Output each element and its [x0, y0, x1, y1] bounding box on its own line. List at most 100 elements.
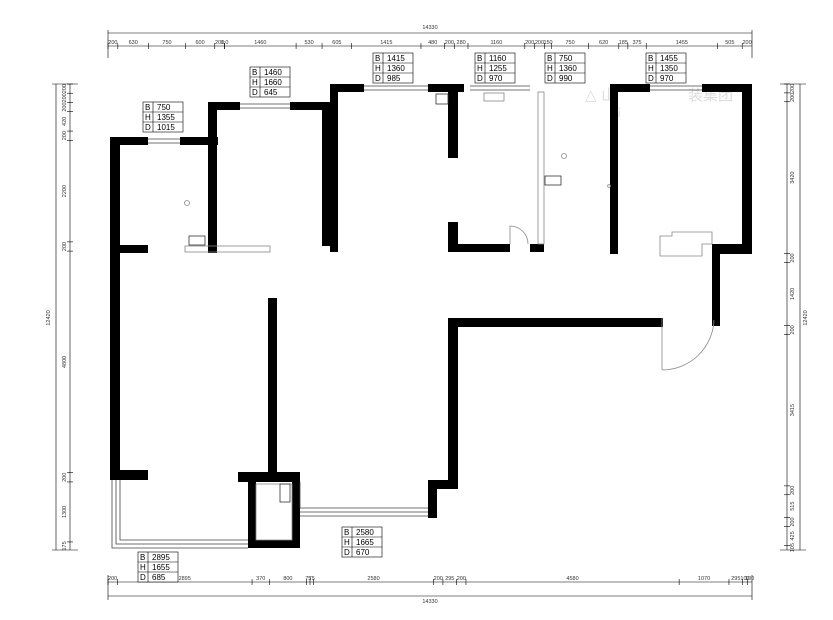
right-dim-segment-label: 425 — [790, 531, 796, 540]
svg-text:985: 985 — [387, 74, 401, 83]
wall-east-lower — [712, 244, 720, 326]
wall-nw-left — [110, 137, 148, 145]
bottom-dim-segment-label: 2895 — [179, 576, 191, 582]
top-dim-segment-label: 530 — [304, 40, 313, 46]
top-dim-segment-label: 200 — [525, 40, 534, 46]
svg-text:D: D — [477, 74, 483, 83]
wall-bath2-east — [292, 472, 300, 548]
balcony-cabinet — [659, 231, 713, 257]
svg-text:685: 685 — [152, 573, 166, 582]
bottom-dim-segment-label: 800 — [283, 576, 292, 582]
wall-mid-horizontal — [448, 318, 663, 327]
wall-east-step — [712, 244, 752, 254]
top-dim-segment-label: 505 — [725, 40, 734, 46]
top-dim-segment-label: 280 — [457, 40, 466, 46]
windows — [111, 85, 702, 549]
top-total-dim: 14330 — [422, 25, 437, 31]
bottom-dim-segment-label: 295 — [731, 576, 740, 582]
top-dim-segment-label: 200 — [535, 40, 544, 46]
bottom-dim-segment-label: 75 — [309, 576, 315, 582]
top-dim-segment-label: 200 — [743, 40, 752, 46]
top-dim-segment-label: 1460 — [254, 40, 266, 46]
svg-text:H: H — [344, 538, 350, 547]
top-dim-segment-label: 750 — [162, 40, 171, 46]
wall-bottom-right-step — [428, 480, 458, 489]
svg-text:D: D — [145, 123, 151, 132]
wall-bottom-right-down — [428, 480, 437, 518]
svg-text:B: B — [648, 54, 653, 63]
right-dim-segment-label: 200 — [790, 517, 796, 526]
light-fixture-3 — [607, 184, 611, 188]
svg-text:1660: 1660 — [264, 78, 282, 87]
svg-text:645: 645 — [264, 88, 278, 97]
door-swing-entry — [661, 319, 715, 371]
top-dim-segment-label: 185 — [619, 40, 628, 46]
svg-text:B: B — [547, 54, 552, 63]
svg-text:B: B — [375, 54, 380, 63]
svg-text:D: D — [375, 74, 381, 83]
wall-room1-east — [208, 102, 217, 253]
fixtures — [184, 91, 715, 541]
svg-text:D: D — [140, 573, 146, 582]
wall-room6-top-left — [610, 84, 650, 92]
left-dim-segment-label: 200 — [62, 131, 68, 140]
right-dim-segment-label: 200 — [790, 325, 796, 334]
bottom-dim-segment-label: 2580 — [367, 576, 379, 582]
bath2-box — [255, 483, 293, 541]
right-dim-segment-label: 200 — [790, 486, 796, 495]
counter-1 — [184, 245, 271, 253]
right-dim-segment-label: 515 — [790, 502, 796, 511]
top-dim-segment-label: 750 — [565, 40, 574, 46]
svg-text:1665: 1665 — [356, 538, 374, 547]
top-dim-segment-label: 200 — [445, 40, 454, 46]
wall-mid-vertical — [448, 318, 458, 488]
wall-room2-top-left — [208, 102, 240, 110]
top-dim-segment-label: 1455 — [676, 40, 688, 46]
bottom-dim-segment-label: 370 — [256, 576, 265, 582]
wall-center-column — [268, 298, 277, 480]
bottom-dim-segment-label: 4580 — [566, 576, 578, 582]
radiator-4 — [279, 483, 291, 503]
top-dim-segment-label: 1415 — [380, 40, 392, 46]
svg-text:H: H — [648, 64, 654, 73]
svg-text:970: 970 — [660, 74, 674, 83]
right-dim-segment-label: 3420 — [790, 172, 796, 184]
svg-text:1350: 1350 — [660, 64, 678, 73]
svg-text:D: D — [547, 74, 553, 83]
top-dim-segment-label: 375 — [632, 40, 641, 46]
left-dimension-lines — [52, 83, 78, 551]
svg-text:2895: 2895 — [152, 553, 170, 562]
svg-text:1655: 1655 — [152, 563, 170, 572]
top-dim-segment-label: 630 — [129, 40, 138, 46]
svg-text:1455: 1455 — [660, 54, 678, 63]
light-fixture-1 — [184, 200, 190, 206]
svg-text:1160: 1160 — [489, 54, 507, 63]
right-dim-segment-label: 200 — [790, 93, 796, 102]
wall-bath-west — [448, 84, 458, 158]
svg-text:B: B — [252, 68, 257, 77]
svg-text:H: H — [145, 113, 151, 122]
wall-bottom-center — [238, 472, 300, 482]
left-dim-segment-label: 1300 — [62, 506, 68, 518]
window-sill — [483, 92, 505, 102]
radiator-1 — [188, 235, 206, 246]
top-dim-segment-label: 1160 — [490, 40, 502, 46]
wall-room6-top-right — [702, 84, 752, 92]
top-dim-segment-label: 605 — [332, 40, 341, 46]
left-dim-segment-label: 200 — [62, 473, 68, 482]
svg-text:B: B — [140, 553, 145, 562]
left-dim-segment-label: 2200 — [62, 185, 68, 197]
bottom-dim-segment-label: 200 — [457, 576, 466, 582]
wall-room3-west — [330, 84, 338, 252]
top-dim-segment-label: 200 — [108, 40, 117, 46]
svg-text:1355: 1355 — [157, 113, 175, 122]
